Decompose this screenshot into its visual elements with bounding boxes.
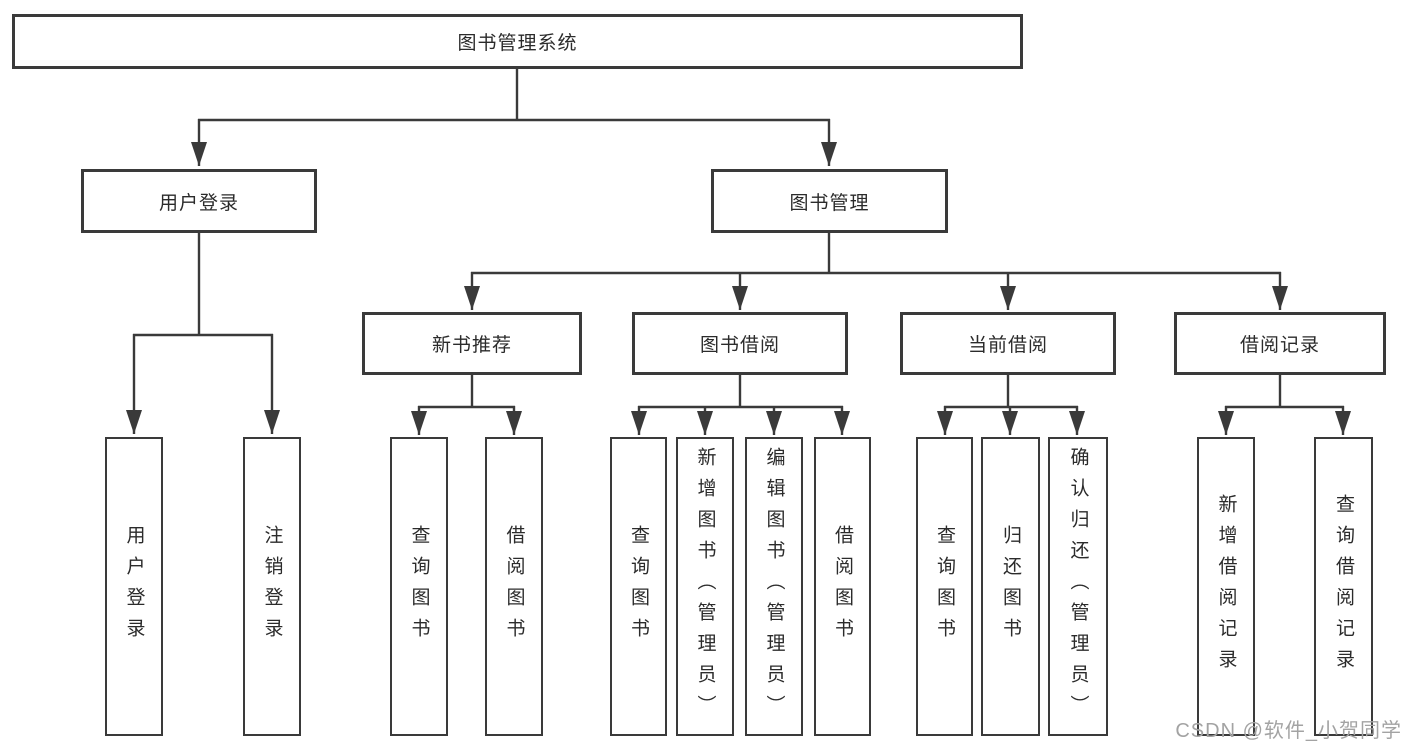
- leaf-borrow-query-book-label: 查询图书: [628, 524, 649, 649]
- node-borrow-record: 借阅记录: [1174, 312, 1386, 375]
- leaf-borrow-add-book-admin: 新增图书（管理员）: [676, 437, 734, 736]
- leaf-borrow-query-book: 查询图书: [610, 437, 667, 736]
- leaf-borrow-edit-book-admin-label: 编辑图书（管理员）: [763, 447, 785, 726]
- leaf-borrow-borrow-book-label: 借阅图书: [832, 524, 853, 649]
- leaf-record-add-record-label: 新增借阅记录: [1215, 493, 1237, 680]
- leaf-user-login-label: 用户登录: [123, 524, 145, 649]
- leaf-current-return-book: 归还图书: [981, 437, 1040, 736]
- leaf-current-confirm-return-admin: 确认归还（管理员）: [1048, 437, 1108, 736]
- node-borrow-record-label: 借阅记录: [1239, 335, 1320, 356]
- node-library-system: 图书管理系统: [12, 14, 1023, 69]
- node-book-borrow-label: 图书借阅: [699, 335, 780, 356]
- leaf-logout: 注销登录: [243, 437, 301, 736]
- node-user-login: 用户登录: [81, 169, 317, 233]
- node-book-borrow: 图书借阅: [632, 312, 848, 375]
- node-library-system-label: 图书管理系统: [457, 33, 578, 54]
- leaf-borrow-add-book-admin-label: 新增图书（管理员）: [694, 447, 716, 726]
- node-book-management-label: 图书管理: [789, 192, 870, 214]
- node-new-book-recommend: 新书推荐: [362, 312, 582, 375]
- leaf-recommend-borrow-book: 借阅图书: [485, 437, 543, 736]
- leaf-current-query-book-label: 查询图书: [934, 524, 955, 649]
- node-current-borrow-label: 当前借阅: [967, 335, 1048, 356]
- node-user-login-label: 用户登录: [158, 192, 239, 214]
- leaf-recommend-borrow-book-label: 借阅图书: [503, 524, 525, 649]
- leaf-record-add-record: 新增借阅记录: [1197, 437, 1255, 736]
- leaf-record-query-record-label: 查询借阅记录: [1333, 493, 1354, 680]
- node-current-borrow: 当前借阅: [900, 312, 1116, 375]
- leaf-record-query-record: 查询借阅记录: [1314, 437, 1373, 736]
- leaf-recommend-query-book-label: 查询图书: [408, 524, 430, 649]
- leaf-recommend-query-book: 查询图书: [390, 437, 448, 736]
- watermark: CSDN @软件_小贺同学: [1175, 720, 1402, 742]
- leaf-current-confirm-return-admin-label: 确认归还（管理员）: [1067, 447, 1089, 726]
- leaf-logout-label: 注销登录: [261, 524, 283, 649]
- leaf-user-login: 用户登录: [105, 437, 163, 736]
- node-new-book-recommend-label: 新书推荐: [431, 335, 512, 356]
- node-book-management: 图书管理: [711, 169, 948, 233]
- leaf-borrow-borrow-book: 借阅图书: [814, 437, 871, 736]
- leaf-borrow-edit-book-admin: 编辑图书（管理员）: [745, 437, 803, 736]
- leaf-current-query-book: 查询图书: [916, 437, 973, 736]
- leaf-current-return-book-label: 归还图书: [1000, 524, 1021, 649]
